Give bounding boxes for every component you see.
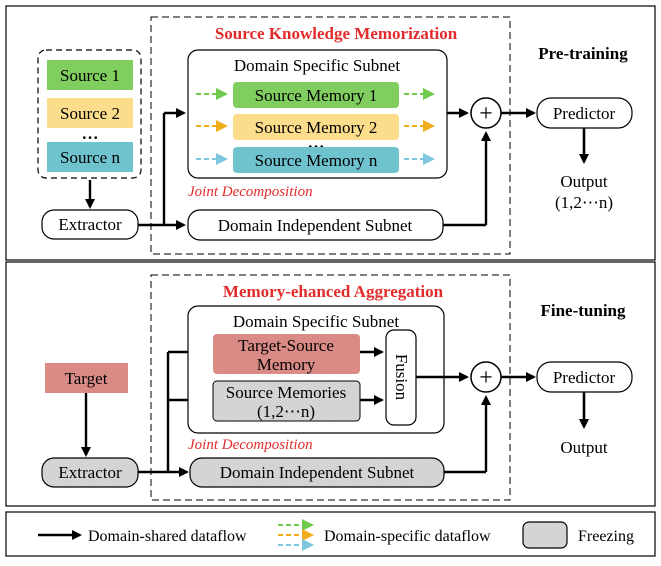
pretrain-panel (5, 5, 656, 261)
source-1-label: Source 1 (60, 66, 120, 85)
finetune-subnet-title: Domain Specific Subnet (233, 312, 399, 331)
legend-freezing-swatch (522, 521, 568, 549)
finetune-extractor-label: Extractor (58, 463, 122, 482)
sources-ellipsis: … (82, 124, 99, 143)
pretrain-independent-label: Domain Independent Subnet (218, 216, 413, 235)
pretrain-plus-symbol: + (479, 101, 493, 127)
pretrain-extractor-label: Extractor (58, 215, 122, 234)
knowledge-memorization-module (150, 16, 511, 255)
finetune-section-title: Fine-tuning (540, 301, 626, 320)
ts-memory-box (213, 334, 360, 374)
finetune-output-label: Output (560, 438, 608, 457)
finetune-independent-label: Domain Independent Subnet (220, 463, 415, 482)
source-memory-1-label: Source Memory 1 (255, 86, 378, 105)
finetune-plus-symbol: + (479, 365, 493, 391)
fusion-label: Fusion (392, 354, 411, 401)
finetune-joint-label: Joint Decomposition (188, 437, 313, 453)
target-box (45, 363, 128, 393)
finetune-panel (5, 261, 656, 507)
source-memory-2-label: Source Memory 2 (255, 118, 378, 137)
pretrain-predictor-label: Predictor (553, 104, 616, 123)
source-memory-n-box (233, 147, 399, 173)
source-memories-line2: (1,2⋯n) (257, 402, 315, 421)
legend-shared-label: Domain-shared dataflow (88, 528, 247, 545)
legend-freezing-label: Freezing (578, 528, 634, 545)
source-n-box (47, 142, 133, 172)
source-memory-1-box (233, 82, 399, 108)
memory-aggregation-module (150, 274, 511, 501)
source-memory-n-label: Source Memory n (255, 151, 378, 170)
pretrain-output-label: Output (560, 172, 608, 191)
source-n-label: Source n (60, 148, 120, 167)
pretrain-subnet-title: Domain Specific Subnet (234, 56, 400, 75)
source-2-box (47, 98, 133, 128)
source-memory-2-box (233, 114, 399, 140)
ts-memory-line2: Memory (257, 355, 316, 374)
pretrain-joint-label: Joint Decomposition (188, 184, 313, 200)
pretrain-module-title: Source Knowledge Memorization (215, 24, 458, 43)
sources-group (37, 49, 142, 179)
finetune-module-title: Memory-ehanced Aggregation (223, 282, 444, 301)
source-2-label: Source 2 (60, 104, 120, 123)
source-memories-line1: Source Memories (226, 383, 346, 402)
source-1-box (47, 60, 133, 90)
legend-specific-label: Domain-specific dataflow (324, 528, 491, 545)
finetune-predictor-label: Predictor (553, 368, 616, 387)
target-label: Target (65, 369, 108, 388)
legend-panel (5, 511, 656, 557)
pretrain-output-range: (1,2⋯n) (555, 193, 613, 212)
ts-memory-line1: Target-Source (238, 336, 334, 355)
pretrain-section-title: Pre-training (538, 44, 628, 63)
